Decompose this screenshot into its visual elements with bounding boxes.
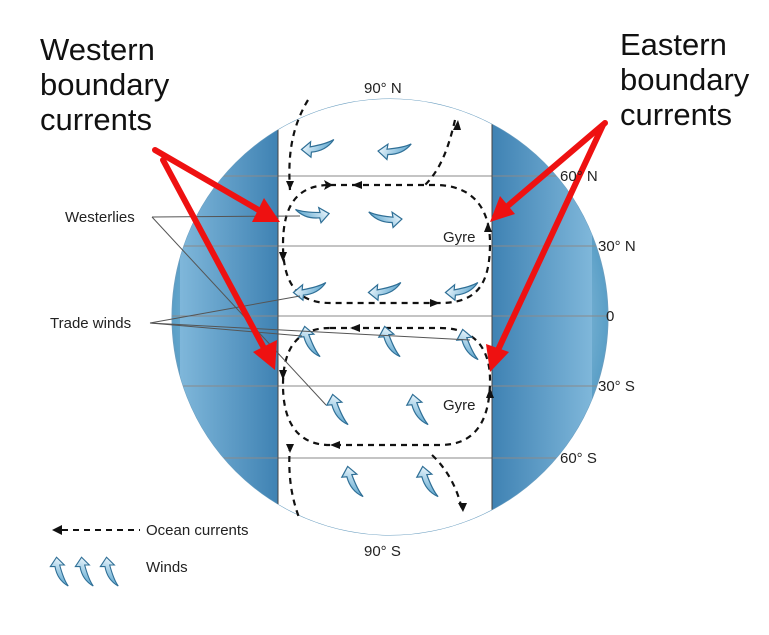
gyre-south-label: Gyre xyxy=(443,397,476,414)
lat-equator: 0 xyxy=(606,308,614,325)
western-callout-line-2: boundary xyxy=(40,67,170,102)
curved-arrow-icon xyxy=(46,556,128,588)
gyre-north-label: Gyre xyxy=(443,229,476,246)
eastern-callout-line-2: boundary xyxy=(620,62,750,97)
land-strip-east xyxy=(492,99,592,535)
lat-90s: 90° S xyxy=(364,543,401,560)
trade-winds-label: Trade winds xyxy=(50,315,131,332)
polar-current-north-east xyxy=(424,119,457,186)
eastern-callout-line-1: Eastern xyxy=(620,27,727,62)
legend-winds: Winds xyxy=(146,559,188,576)
polar-current-north-west xyxy=(288,99,309,191)
ocean-basin xyxy=(278,99,492,535)
western-callout-line-3: currents xyxy=(40,102,152,137)
north-gyre-current xyxy=(281,185,492,305)
western-callout-line-1: Western xyxy=(40,32,155,67)
polar-current-south-west xyxy=(288,444,302,521)
legend: Ocean currents Winds xyxy=(46,522,249,588)
westerlies-label: Westerlies xyxy=(65,209,135,226)
lat-60n: 60° N xyxy=(560,168,598,185)
legend-ocean-currents: Ocean currents xyxy=(146,522,249,539)
current-arrowheads xyxy=(279,120,494,512)
callout-arrows xyxy=(152,120,608,372)
leader-lines xyxy=(149,215,471,406)
lat-60s: 60° S xyxy=(560,450,597,467)
lat-30s: 30° S xyxy=(598,378,635,395)
eastern-callout-line-3: currents xyxy=(620,97,732,132)
lat-90n: 90° N xyxy=(364,80,402,97)
lat-30n: 30° N xyxy=(598,238,636,255)
